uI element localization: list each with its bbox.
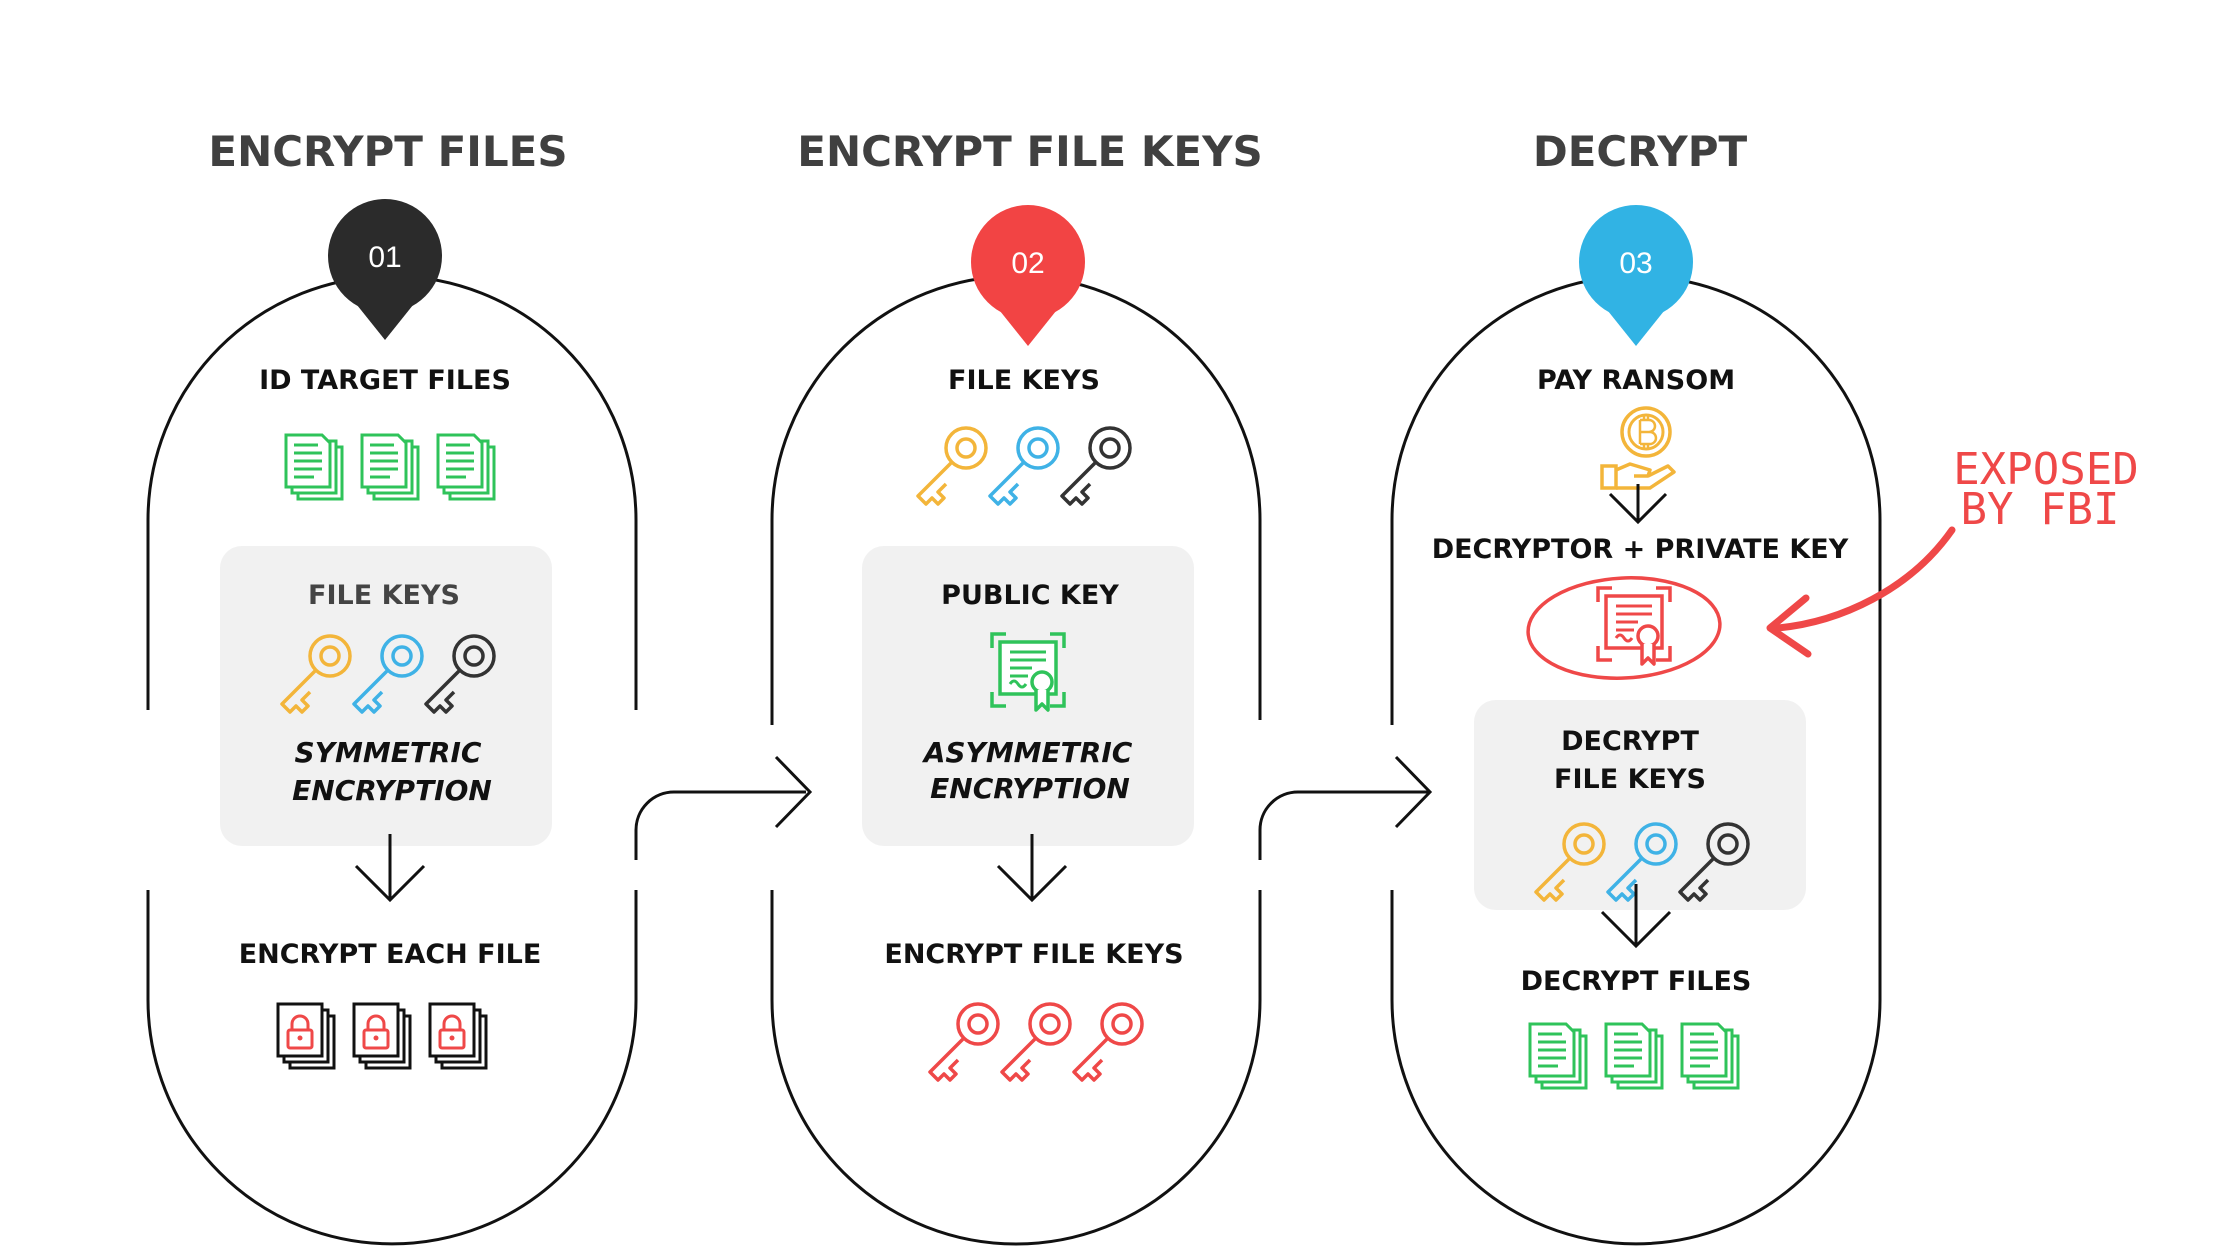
bitcoin-hand-icon [1600,406,1676,490]
stage-2-bottom-label: ENCRYPT FILE KEYS [884,939,1183,970]
stage-1-title: ENCRYPT FILES [208,127,567,176]
locked-document-icon [352,1002,412,1070]
down-arrow [1608,484,1668,525]
step-badge-1: 01 [328,199,442,340]
stage-2-bottom-icons [928,1002,1144,1082]
key-icon [1072,1002,1144,1082]
key-icon [1060,426,1132,506]
stage-3-bottom-label: DECRYPT FILES [1521,966,1752,997]
badge-number: 02 [1011,247,1044,280]
key-icon [916,426,988,506]
annotation-line1: EXPOSED [1953,444,2138,495]
stage-2-top-label: FILE KEYS [948,365,1100,396]
stage-2-caption-line1: ASYMMETRIC [922,736,1133,769]
key-icon [1000,1002,1072,1082]
down-arrow [1600,884,1672,949]
stage-1-bottom-label: ENCRYPT EACH FILE [239,939,542,970]
flow-arrow-2-to-3 [1258,755,1433,860]
step-badge-3: 03 [1579,205,1693,346]
stage-3-title: DECRYPT [1533,127,1748,176]
document-icon [360,433,420,501]
highlight-circle [1526,576,1722,680]
locked-document-icon [428,1002,488,1070]
stage-3-panel [1474,700,1806,910]
document-icon [1528,1022,1588,1090]
badge-number: 03 [1619,247,1652,280]
stage-3-outline [1390,274,1882,1246]
certificate-icon [1596,586,1672,666]
step-badge-2: 02 [971,205,1085,346]
stage-3-panel-title-line1: DECRYPT [1561,726,1699,757]
stage-3-middle-label: DECRYPTOR + PRIVATE KEY [1432,534,1849,565]
stage-1-caption-line2: ENCRYPTION [292,774,492,807]
stage-1-caption-line1: SYMMETRIC [295,736,482,769]
stage-3-panel-title-line2: FILE KEYS [1554,764,1706,795]
stage-3-bottom-icons [1528,1022,1740,1090]
key-icon [928,1002,1000,1082]
stage-2-panel [862,546,1194,846]
document-icon [436,433,496,501]
document-icon [1680,1022,1740,1090]
annotation-line2: BY FBI [1961,484,2120,535]
down-arrow [996,834,1068,903]
locked-document-icon [276,1002,336,1070]
stage-1-bottom-icons [276,1002,488,1070]
flow-arrow-1-to-2 [634,755,813,860]
stage-2-panel-title: PUBLIC KEY [941,580,1119,611]
stage-2-title: ENCRYPT FILE KEYS [797,127,1262,176]
document-icon [284,433,344,501]
stage-1-panel-title: FILE KEYS [308,580,460,611]
stage-1-top-icons [284,433,496,501]
stage-2-caption-line2: ENCRYPTION [930,772,1130,805]
stage-1-panel [220,546,552,846]
document-icon [1604,1022,1664,1090]
key-icon [988,426,1060,506]
badge-number: 01 [368,241,401,274]
stage-2-top-icons [916,426,1132,506]
annotation-arrow [1766,526,1956,658]
stage-1-top-label: ID TARGET FILES [259,365,511,396]
down-arrow [354,834,426,903]
stage-3-top-label: PAY RANSOM [1537,365,1735,396]
